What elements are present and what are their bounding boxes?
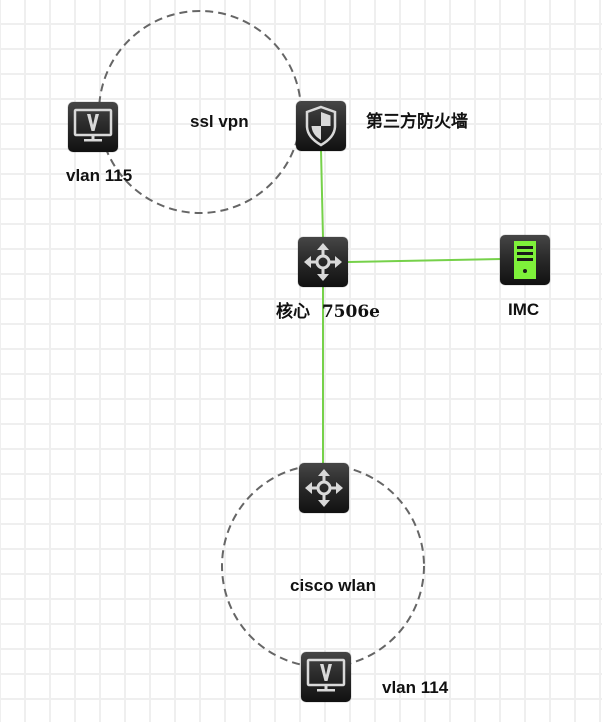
node-core-7506e[interactable] bbox=[298, 237, 348, 287]
monitor-v-icon bbox=[73, 108, 113, 142]
node-label-firewall: 第三方防火墙 bbox=[366, 112, 468, 132]
node-label-vlan114: vlan 114 bbox=[382, 678, 449, 697]
node-wlan-switch[interactable] bbox=[299, 463, 349, 513]
node-label-vlan115: vlan 115 bbox=[66, 166, 133, 185]
server-icon bbox=[514, 241, 536, 279]
node-imc[interactable] bbox=[500, 235, 550, 285]
node-label-core-7506e: 核心 7506e bbox=[276, 302, 380, 322]
node-vlan114[interactable] bbox=[301, 652, 351, 702]
shield-icon bbox=[305, 105, 337, 147]
group-label-cisco-wlan: cisco wlan bbox=[290, 576, 376, 595]
switch-arrows-icon bbox=[305, 469, 343, 507]
node-label-imc: IMC bbox=[508, 300, 540, 319]
group-label-ssl-vpn: ssl vpn bbox=[190, 112, 249, 131]
link-firewall-core[interactable] bbox=[320, 149, 324, 239]
switch-arrows-icon bbox=[304, 243, 342, 281]
link-core-imc[interactable] bbox=[347, 258, 503, 263]
node-vlan115[interactable] bbox=[68, 102, 118, 152]
node-firewall[interactable] bbox=[296, 101, 346, 151]
monitor-v-icon bbox=[306, 658, 346, 692]
